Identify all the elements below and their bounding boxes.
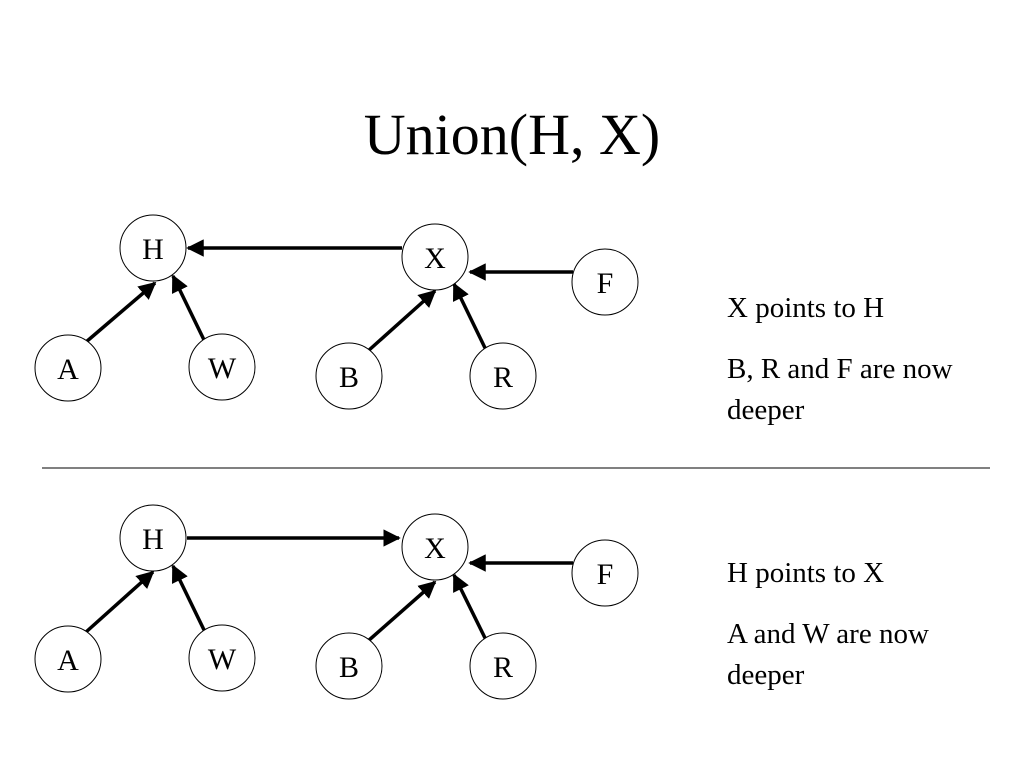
node-x: X — [401, 513, 469, 581]
node-a: A — [34, 625, 102, 693]
slide-title: Union(H, X) — [363, 102, 661, 167]
node-r-label: R — [493, 361, 513, 394]
node-w: W — [188, 333, 256, 401]
node-b-label: B — [339, 361, 359, 394]
edge-b-to-x — [366, 580, 437, 643]
panel-before: H X F A W B R — [34, 214, 639, 410]
edge-b-to-x — [366, 289, 437, 353]
edge-r-to-x — [452, 282, 488, 351]
node-b: B — [315, 632, 383, 700]
node-x-label: X — [424, 242, 446, 275]
node-a: A — [34, 334, 102, 402]
caption-after-line2: A and W are now deeper — [727, 618, 929, 691]
edge-w-to-h — [171, 564, 207, 633]
node-f: F — [571, 248, 639, 316]
node-a-label: A — [57, 353, 79, 386]
node-h: H — [119, 504, 187, 572]
node-a-label: A — [57, 644, 79, 677]
node-f-label: F — [597, 558, 614, 591]
edge-w-to-h — [171, 274, 207, 343]
node-r: R — [469, 342, 537, 410]
caption-after-line1: H points to X — [727, 557, 885, 589]
edge-a-to-h — [84, 570, 155, 634]
caption-before-line1: X points to H — [727, 292, 885, 324]
node-w: W — [188, 624, 256, 692]
node-r-label: R — [493, 651, 513, 684]
node-h: H — [119, 214, 187, 282]
node-h-label: H — [142, 233, 164, 266]
node-w-label: W — [208, 643, 237, 676]
node-f: F — [571, 539, 639, 607]
caption-before: X points to H B, R and F are now deeper — [727, 288, 997, 431]
node-b-label: B — [339, 651, 359, 684]
caption-before-line2: B, R and F are now deeper — [727, 353, 953, 426]
edge-r-to-x — [452, 573, 488, 641]
node-r: R — [469, 632, 537, 700]
node-f-label: F — [597, 267, 614, 300]
panel-after: H X F A W B R — [34, 504, 639, 700]
node-w-label: W — [208, 352, 237, 385]
node-x-label: X — [424, 532, 446, 565]
edge-a-to-h — [84, 281, 157, 344]
node-h-label: H — [142, 523, 164, 556]
node-b: B — [315, 342, 383, 410]
node-x: X — [401, 223, 469, 291]
caption-after: H points to X A and W are now deeper — [727, 553, 997, 696]
